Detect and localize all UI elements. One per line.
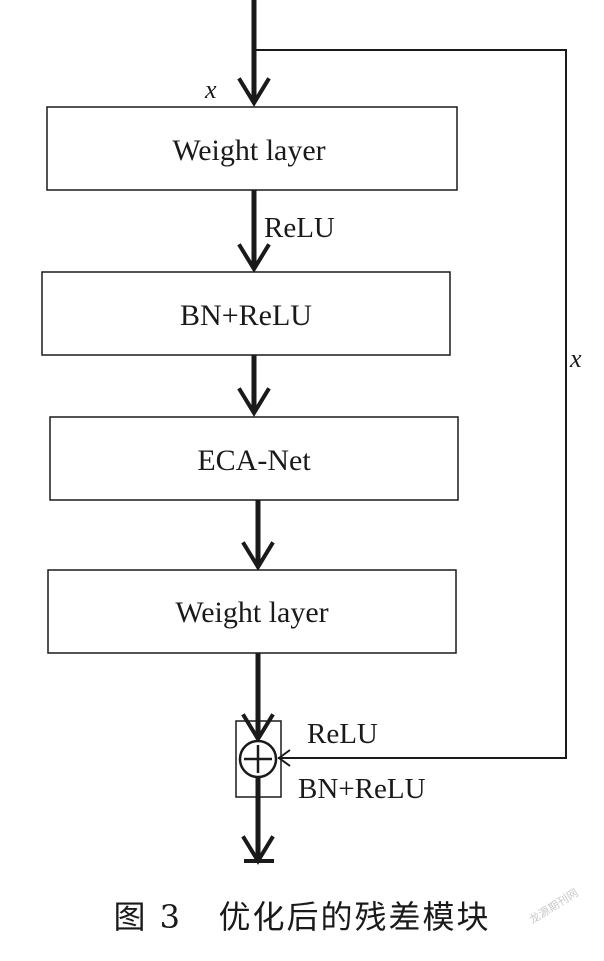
- input-x-label: x: [204, 75, 217, 104]
- residual-block-diagram: Weight layer BN+ReLU ECA-Net Weight laye…: [41, 0, 582, 865]
- arrow-to-weight-layer-2-head: [241, 541, 275, 571]
- weight-layer-2-box: [47, 569, 457, 654]
- sum-bn-relu-label: BN+ReLU: [298, 773, 426, 805]
- skip-connection: [254, 49, 567, 767]
- flow-arrows: [237, 0, 275, 865]
- skip-connection-arrowhead: [277, 749, 291, 767]
- eca-net-box: [49, 416, 459, 501]
- layer-boxes: [41, 106, 459, 654]
- sum-node-frame: [235, 720, 282, 798]
- bn-relu-box: [41, 271, 451, 356]
- sum-node: [235, 720, 282, 798]
- figure-number: 图 3: [113, 898, 182, 936]
- bn-relu-label: BN+ReLU: [180, 299, 312, 332]
- figure-title: 优化后的残差模块: [218, 898, 491, 936]
- weight-layer-1-label: Weight layer: [172, 134, 325, 167]
- eca-net-label: ECA-Net: [197, 444, 311, 477]
- figure-caption: 图 3 优化后的残差模块: [0, 892, 604, 938]
- arrow-to-eca-net-head: [237, 387, 271, 417]
- relu-edge-label: ReLU: [264, 212, 335, 244]
- arrow-to-sum-head: [241, 713, 275, 743]
- arrow-to-bn-relu-head: [237, 243, 271, 273]
- skip-x-label: x: [569, 344, 582, 373]
- weight-layer-2-label: Weight layer: [175, 596, 328, 629]
- sum-relu-label: ReLU: [307, 718, 378, 750]
- skip-connection-line: [254, 49, 567, 759]
- input-arrow-head: [237, 77, 271, 107]
- weight-layer-1-box: [46, 106, 458, 191]
